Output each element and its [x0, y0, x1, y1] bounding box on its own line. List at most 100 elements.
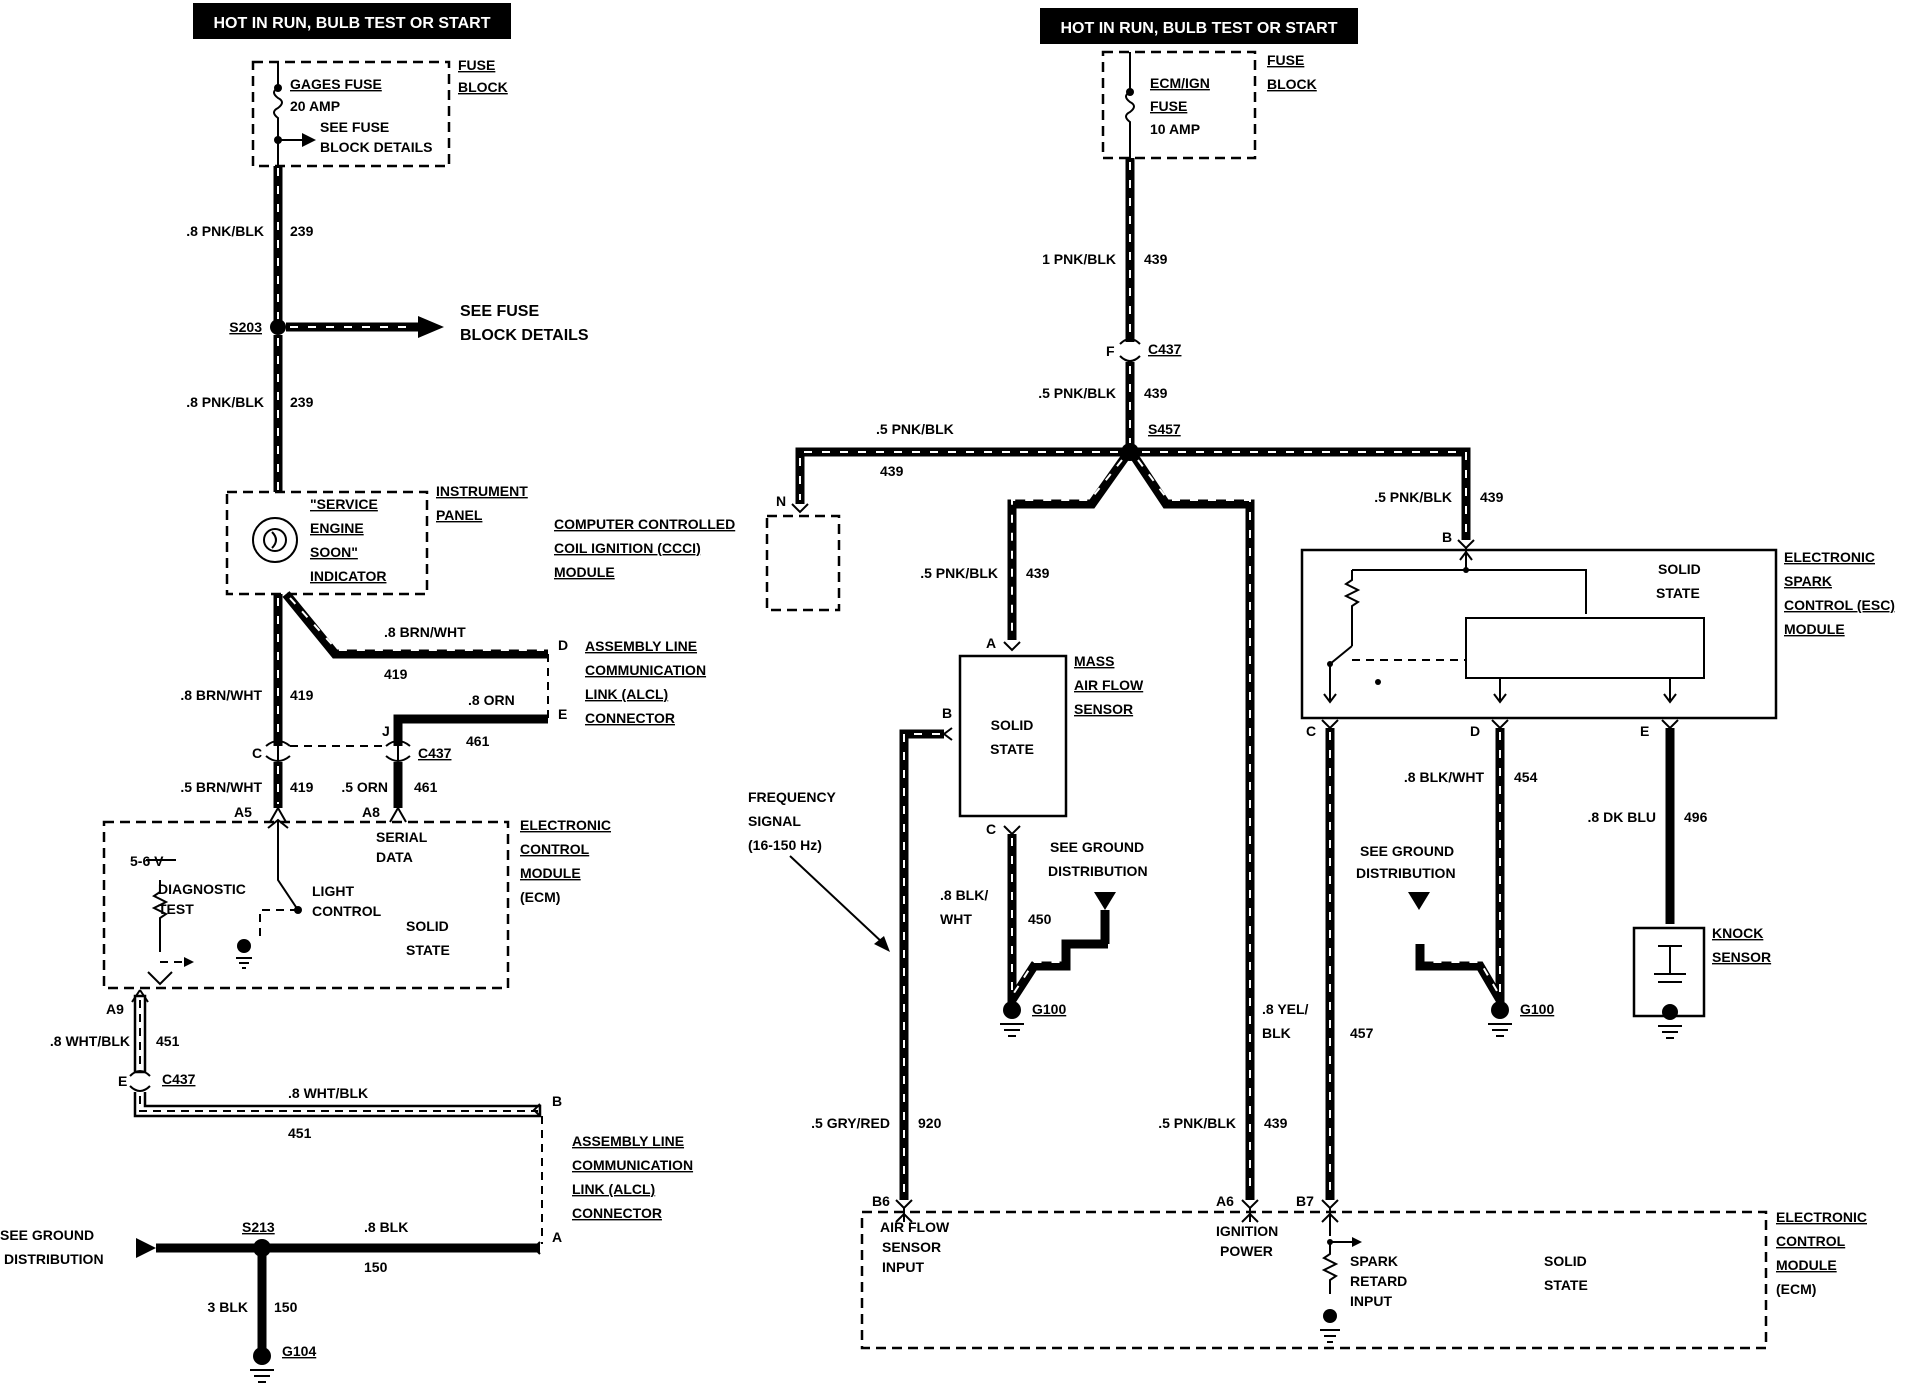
wire-439-top-circuit: 439: [1144, 251, 1168, 267]
esc-pin-c: C: [1306, 723, 1316, 739]
maf-state: STATE: [990, 741, 1034, 757]
esc-state: STATE: [1656, 585, 1700, 601]
wire-439-left-circuit: 439: [880, 463, 904, 479]
splice-s457-label: S457: [1148, 421, 1181, 437]
wire-461-orn: [393, 714, 548, 746]
alcl-connector-1: ASSEMBLY LINE COMMUNICATION LINK (ALCL) …: [585, 638, 706, 726]
see-ground-right-2a: SEE GROUND: [1360, 843, 1454, 859]
serial-data-2: DATA: [376, 849, 413, 865]
ecm-ign-fuse-name-1: ECM/IGN: [1150, 75, 1210, 91]
instrument-panel-1: INSTRUMENT: [436, 483, 528, 499]
wire-439-top-gauge: 1 PNK/BLK: [1042, 251, 1116, 267]
alcl-1-line-1: ASSEMBLY LINE: [585, 638, 697, 654]
wire-454-circuit: 454: [1514, 769, 1538, 785]
see-ground-left-1: SEE GROUND: [0, 1227, 94, 1243]
knock-sensor-label-1: KNOCK: [1712, 925, 1763, 941]
esc-module: SOLID STATE ELECTRONIC SPARK CONTROL (ES…: [1300, 548, 1895, 720]
ccci-label-2: COIL IGNITION (CCCI): [554, 540, 701, 556]
ecm-ign-fuse-name-2: FUSE: [1150, 98, 1187, 114]
wire-439-mid-gauge: .5 PNK/BLK: [1038, 385, 1116, 401]
wire-419-main-circuit: 419: [290, 687, 314, 703]
splice-s203: [270, 319, 286, 335]
right-header: HOT IN RUN, BULB TEST OR START: [1040, 8, 1358, 44]
left-circuit: HOT IN RUN, BULB TEST OR START GAGES FUS…: [0, 3, 706, 1383]
diagnostic-1: DIAGNOSTIC: [158, 881, 246, 897]
wire-150-circuit: 150: [364, 1259, 388, 1275]
block-details-text: BLOCK DETAILS: [320, 139, 433, 155]
gages-fuse-block: GAGES FUSE 20 AMP SEE FUSE BLOCK DETAILS…: [251, 57, 508, 168]
indicator-line-4: INDICATOR: [310, 568, 386, 584]
wire-454: [1415, 728, 1505, 1017]
diagnostic-2: TEST: [158, 901, 194, 917]
wire-461-ecm-gauge: .5 ORN: [341, 779, 388, 795]
ecm-right-label-1: ELECTRONIC: [1776, 1209, 1867, 1225]
see-ground-left-2: DISTRIBUTION: [4, 1251, 104, 1267]
wire-419-branch-gauge: .8 BRN/WHT: [384, 624, 466, 640]
ground-g104: [253, 1347, 271, 1365]
knock-sensor-label-2: SENSOR: [1712, 949, 1771, 965]
esc-pin-e: E: [1640, 723, 1649, 739]
wire-920-gauge: .5 GRY/RED: [811, 1115, 890, 1131]
wire-454-gauge: .8 BLK/WHT: [1404, 769, 1485, 785]
wire-439-maf: [1007, 453, 1130, 640]
alcl-pin-a: A: [552, 1229, 562, 1245]
maf-pin-a: A: [986, 635, 996, 651]
ign-power-1: IGNITION: [1216, 1223, 1278, 1239]
ccci-label-1: COMPUTER CONTROLLED: [554, 516, 735, 532]
light-control-1: LIGHT: [312, 883, 354, 899]
ecm-pin-b6: B6: [872, 1193, 890, 1209]
see-ground-right-2b: DISTRIBUTION: [1356, 865, 1456, 881]
maf-pin-b: B: [942, 705, 952, 721]
wire-439-ecm-circuit: 439: [1264, 1115, 1288, 1131]
wire-457-gauge-1: .8 YEL/: [1262, 1001, 1309, 1017]
ecm-left-label-3: MODULE: [520, 865, 581, 881]
ecm-ign-fuse-rating: 10 AMP: [1150, 121, 1200, 137]
maf-pin-c: C: [986, 821, 996, 837]
ground-g100-1: [1003, 1001, 1021, 1019]
light-control-2: CONTROL: [312, 903, 382, 919]
alcl-pin-d: D: [558, 637, 568, 653]
pin-n: N: [776, 493, 786, 509]
see-fuse-text-2: SEE FUSE: [460, 303, 539, 320]
fuse-block-label-1: FUSE: [458, 57, 495, 73]
wire-439-ecm-gauge: .5 PNK/BLK: [1158, 1115, 1236, 1131]
afs-input-2: SENSOR: [882, 1239, 941, 1255]
esc-label-2: SPARK: [1784, 573, 1832, 589]
right-connector-c437: C437: [1148, 341, 1182, 357]
alcl-1-line-2: COMMUNICATION: [585, 662, 706, 678]
ground-g104-label: G104: [282, 1343, 316, 1359]
ecm-right-label-4: (ECM): [1776, 1281, 1816, 1297]
afs-input-1: AIR FLOW: [880, 1219, 950, 1235]
alcl-connector-2: ASSEMBLY LINE COMMUNICATION LINK (ALCL) …: [572, 1133, 693, 1221]
wire-450-gauge-2: WHT: [940, 911, 972, 927]
pin-e-lower: E: [118, 1073, 127, 1089]
maf-label-1: MASS: [1074, 653, 1114, 669]
wire-419-branch-circuit: 419: [384, 666, 408, 682]
alcl-1-line-3: LINK (ALCL): [585, 686, 668, 702]
ground-g100-1-label: G100: [1032, 1001, 1066, 1017]
wire-239-circuit: 239: [290, 223, 314, 239]
spark-retard-1: SPARK: [1350, 1253, 1398, 1269]
mass-air-flow-sensor: SOLID STATE MASS AIR FLOW SENSOR: [958, 653, 1144, 818]
wire-439-ecm: [1130, 453, 1255, 1200]
esc-pin-b: B: [1442, 529, 1452, 545]
wire-450-gauge-1: .8 BLK/: [940, 887, 988, 903]
esc-solid: SOLID: [1658, 561, 1701, 577]
alcl-2-line-3: LINK (ALCL): [572, 1181, 655, 1197]
gages-fuse-rating: 20 AMP: [290, 98, 340, 114]
wire-239-bottom-gauge: .8 PNK/BLK: [186, 394, 264, 410]
left-header: HOT IN RUN, BULB TEST OR START: [193, 3, 511, 39]
wire-461-gauge: .8 ORN: [468, 692, 515, 708]
solid-state-1: SOLID: [406, 918, 449, 934]
indicator-line-1: "SERVICE: [310, 496, 378, 512]
esc-pin-d: D: [1470, 723, 1480, 739]
service-engine-soon-indicator: "SERVICE ENGINE SOON" INDICATOR INSTRUME…: [225, 483, 528, 596]
wire-450: [1007, 834, 1108, 1016]
wire-439-ccci: [795, 447, 1122, 504]
wire-457-gauge-2: BLK: [1262, 1025, 1291, 1041]
spark-retard-2: RETARD: [1350, 1273, 1407, 1289]
wire-451-horiz-circuit: 451: [288, 1125, 312, 1141]
wire-419-ecm-gauge: .5 BRN/WHT: [180, 779, 262, 795]
right-fuse-block-1: FUSE: [1267, 52, 1304, 68]
pin-f: F: [1106, 343, 1115, 359]
